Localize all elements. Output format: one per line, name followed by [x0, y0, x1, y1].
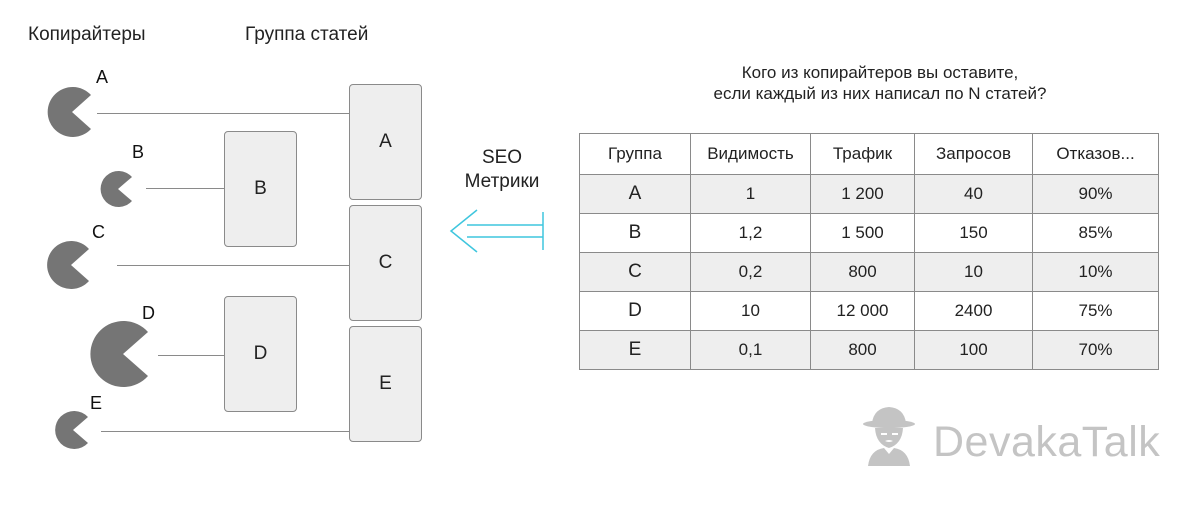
table-row: E 0,1 800 100 70%: [579, 330, 1159, 370]
table-cell: E: [579, 330, 691, 370]
connector-line-d: [158, 355, 225, 356]
pacman-icon-c: [47, 241, 89, 289]
table-cell: 10: [690, 291, 811, 331]
table-row: C 0,2 800 10 10%: [579, 252, 1159, 292]
table-cell: 800: [810, 252, 915, 292]
header-bounces: Отказов...: [1032, 133, 1159, 175]
question-text: Кого из копирайтеров вы оставите, если к…: [640, 62, 1120, 104]
table-cell: A: [579, 174, 691, 214]
pacman-icon-e: [55, 411, 88, 449]
double-arrow-left-icon: [449, 209, 544, 253]
connector-line-a: [97, 113, 350, 114]
header-queries: Запросов: [914, 133, 1033, 175]
table-cell: 10: [914, 252, 1033, 292]
table-cell: 150: [914, 213, 1033, 253]
seo-metrics-label: SEO Метрики: [447, 146, 557, 194]
table-cell: 800: [810, 330, 915, 370]
pacman-icon-b: [100, 171, 132, 207]
pacman-icon-d: [90, 321, 148, 387]
table-cell: 12 000: [810, 291, 915, 331]
copywriter-label-b: B: [132, 142, 145, 162]
seo-label-line2: Метрики: [464, 171, 540, 192]
group-label-d: D: [253, 343, 268, 364]
metrics-table: Группа Видимость Трафик Запросов Отказов…: [579, 133, 1159, 370]
connector-line-c: [117, 265, 350, 266]
table-cell: 85%: [1032, 213, 1159, 253]
table-cell: 0,1: [690, 330, 811, 370]
brand-name: DevakaTalk: [933, 418, 1161, 466]
table-header-row: Группа Видимость Трафик Запросов Отказов…: [579, 133, 1159, 175]
group-box-b: B: [224, 131, 297, 247]
group-label-e: E: [379, 373, 392, 394]
group-label-b: B: [254, 178, 267, 199]
table-cell: 40: [914, 174, 1033, 214]
copywriter-label-e: E: [90, 393, 103, 413]
copywriter-label-c: C: [92, 222, 105, 242]
table-row: B 1,2 1 500 150 85%: [579, 213, 1159, 253]
pacman-icon-a: [47, 87, 91, 137]
group-box-a: A: [349, 84, 422, 200]
table-cell: 70%: [1032, 330, 1159, 370]
table-cell: 100: [914, 330, 1033, 370]
header-visibility: Видимость: [690, 133, 811, 175]
article-groups-heading: Группа статей: [245, 24, 369, 45]
question-line2: если каждый из них написал по N статей?: [713, 84, 1047, 103]
table-cell: 1 200: [810, 174, 915, 214]
table-cell: D: [579, 291, 691, 331]
table-cell: 1: [690, 174, 811, 214]
table-cell: 1,2: [690, 213, 811, 253]
table-cell: 1 500: [810, 213, 915, 253]
copywriters-heading: Копирайтеры: [28, 24, 146, 45]
table-cell: C: [579, 252, 691, 292]
header-traffic: Трафик: [810, 133, 915, 175]
group-box-d: D: [224, 296, 297, 412]
table-cell: 90%: [1032, 174, 1159, 214]
table-cell: 10%: [1032, 252, 1159, 292]
group-label-c: C: [378, 252, 393, 273]
group-box-c: C: [349, 205, 422, 321]
group-label-a: A: [379, 131, 392, 152]
copywriter-label-d: D: [142, 303, 155, 323]
copywriter-label-a: A: [96, 67, 109, 87]
connector-line-b: [146, 188, 225, 189]
table-row: D 10 12 000 2400 75%: [579, 291, 1159, 331]
seo-label-line1: SEO: [481, 147, 523, 168]
header-group: Группа: [579, 133, 691, 175]
group-box-e: E: [349, 326, 422, 442]
table-row: A 1 1 200 40 90%: [579, 174, 1159, 214]
detective-icon: [863, 407, 915, 466]
question-line1: Кого из копирайтеров вы оставите,: [741, 63, 1019, 82]
connector-line-e: [101, 431, 350, 432]
table-cell: 75%: [1032, 291, 1159, 331]
table-cell: B: [579, 213, 691, 253]
table-cell: 2400: [914, 291, 1033, 331]
table-cell: 0,2: [690, 252, 811, 292]
